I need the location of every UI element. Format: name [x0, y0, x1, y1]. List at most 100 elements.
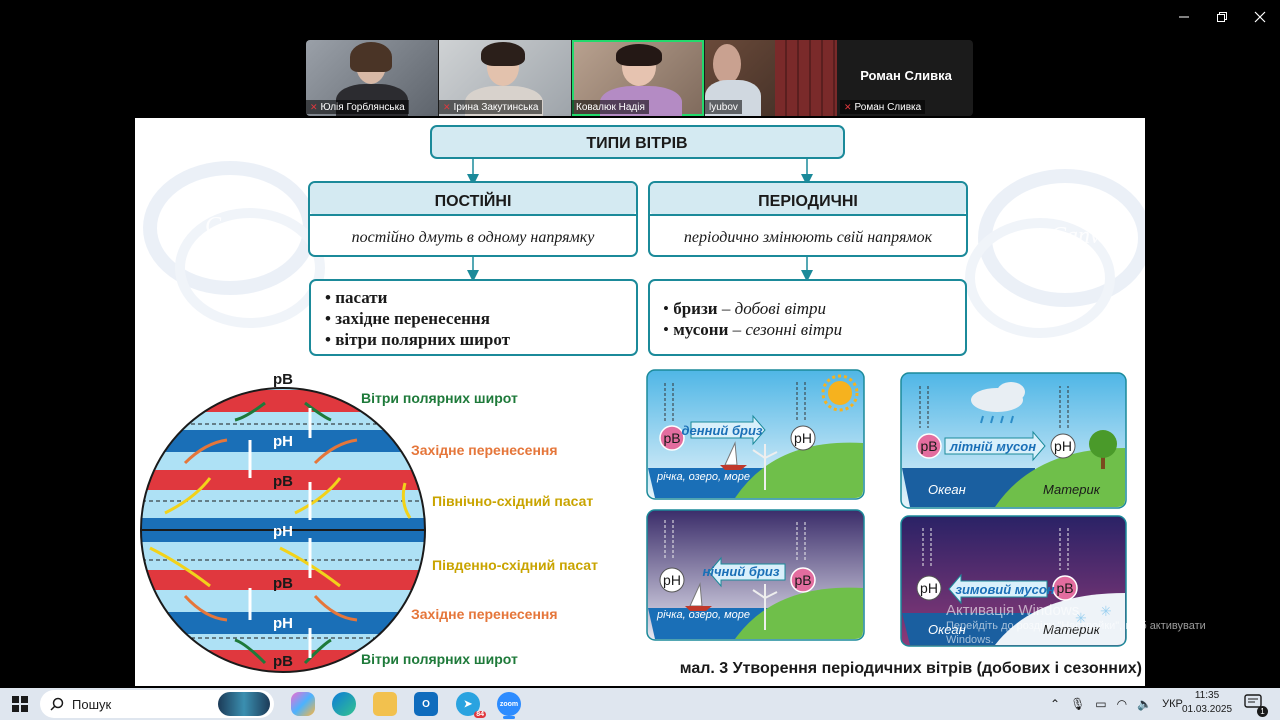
volume-icon[interactable]: 🔈: [1137, 697, 1153, 711]
svg-text:рВ: рВ: [273, 575, 293, 592]
windows-activation-watermark: Активація Windows Перейдіть до розділу "…: [946, 602, 1246, 647]
participant-tile-active[interactable]: Ковалюк Надія: [572, 40, 704, 116]
notification-count: 1: [1257, 706, 1268, 717]
clock-date: 01.03.2025: [1181, 704, 1233, 715]
participant-name: Роман Сливка: [854, 101, 922, 113]
winter-ocean-label: Океан: [928, 622, 966, 637]
globe-diagram: [140, 387, 426, 673]
svg-text:рВ: рВ: [273, 371, 293, 388]
day-water-label: річка, озеро, море: [656, 471, 750, 483]
svg-text:• західне перенесення: • західне перенесення: [325, 309, 490, 328]
participant-tile[interactable]: ✕Ірина Закутинська: [439, 40, 571, 116]
file-explorer-icon[interactable]: [373, 692, 397, 716]
svg-text:✳: ✳: [1100, 603, 1112, 619]
canva-watermark: [143, 161, 1145, 338]
panel-summer-monsoon: [900, 372, 1127, 509]
svg-text:рВ: рВ: [1056, 580, 1073, 596]
mic-muted-icon: ✕: [844, 101, 852, 112]
label-se-trade: Південно-східний пасат: [432, 557, 598, 573]
slide-title: ТИПИ ВІТРІВ: [586, 135, 687, 152]
taskbar-search[interactable]: Пошук: [40, 690, 274, 718]
mic-muted-icon: ✕: [310, 101, 318, 112]
participant-display-name: Роман Сливка: [860, 68, 952, 83]
periodic-item-italic: добові вітри: [735, 299, 826, 318]
svg-text:рВ: рВ: [273, 653, 293, 670]
notification-button[interactable]: 1: [1244, 694, 1268, 717]
watermark-right: Canva: [1050, 223, 1113, 249]
participant-name: Юлія Горблянська: [320, 101, 405, 113]
copilot-icon[interactable]: [291, 692, 315, 716]
activation-title: Активація Windows: [946, 602, 1080, 619]
svg-text:рВ: рВ: [794, 572, 811, 588]
participant-name: Ірина Закутинська: [453, 101, 539, 113]
windows-logo-icon: [12, 696, 28, 712]
periodic-item-bold: бризи: [673, 299, 718, 318]
zoom-active-indicator: [503, 716, 515, 719]
participant-strip: ✕Юлія Горблянська ✕Ірина Закутинська Ков…: [306, 40, 973, 116]
label-westerlies-north: Західне перенесення: [411, 442, 558, 458]
svg-text:рВ: рВ: [663, 430, 680, 446]
summer-land-label: Материк: [1043, 482, 1101, 497]
figure-caption: мал. 3 Утворення періодичних вітрів (доб…: [680, 660, 1142, 677]
svg-text:рН: рН: [273, 615, 293, 632]
slide-canvas: Canva Canva ТИПИ ВІТРІВ ПОСТІЙНІ постійн…: [140, 125, 1145, 677]
periodic-header: ПЕРІОДИЧНІ: [758, 193, 858, 210]
participant-tile[interactable]: Роман Сливка ✕Роман Сливка: [840, 40, 972, 116]
telegram-icon[interactable]: ➤84: [456, 692, 486, 718]
night-breeze-label: нічний бриз: [703, 564, 780, 579]
panel-winter-monsoon: ✳✳: [900, 515, 1127, 647]
periodic-item-italic: сезонні вітри: [745, 320, 842, 339]
title-box: [430, 125, 845, 159]
participant-tile[interactable]: ✕Юлія Горблянська: [306, 40, 438, 116]
edge-icon[interactable]: [332, 692, 356, 716]
activation-text: Перейдіть до розділу "Настройки", щоб ак…: [946, 620, 1206, 646]
restore-button[interactable]: [1203, 0, 1241, 34]
svg-text:✳: ✳: [1075, 610, 1087, 626]
svg-text:• бризи – добові вітри: • бризи – добові вітри: [663, 299, 826, 318]
search-icon: [50, 697, 64, 711]
svg-text:• мусони – сезонні вітри: • мусони – сезонні вітри: [663, 320, 842, 339]
panel-night-breeze: [646, 509, 865, 641]
winter-monsoon-label: зимовий мусон: [955, 582, 1054, 597]
restore-icon: [1217, 12, 1227, 22]
constant-item: вітри полярних широт: [335, 330, 510, 349]
start-button[interactable]: [10, 694, 30, 714]
label-polar-south: Вітри полярних широт: [361, 651, 518, 667]
search-highlight-image: [218, 692, 270, 716]
tray: ⌃ 🎙 ▭ ◠ 🔈 УКР: [1050, 688, 1183, 720]
minimize-icon: [1179, 16, 1189, 18]
battery-icon[interactable]: ▭: [1095, 697, 1107, 711]
watermark-left: Canva: [205, 213, 268, 239]
microphone-icon[interactable]: 🎙: [1070, 697, 1086, 711]
svg-text:рН: рН: [663, 572, 681, 588]
svg-text:рН: рН: [794, 430, 812, 446]
wifi-icon[interactable]: ◠: [1116, 697, 1128, 711]
day-breeze-label: денний бриз: [681, 423, 762, 438]
close-icon: [1254, 11, 1266, 23]
mic-muted-icon: ✕: [443, 101, 451, 112]
globe-wind-labels: Вітри полярних широт Західне перенесення…: [361, 390, 598, 667]
constant-item: західне перенесення: [335, 309, 490, 328]
chevron-up-icon[interactable]: ⌃: [1050, 697, 1061, 711]
participant-name: lyubov: [709, 101, 738, 113]
telegram-badge: 84: [474, 711, 486, 718]
outlook-icon[interactable]: O: [414, 692, 438, 716]
panel-day-breeze: [646, 369, 865, 500]
participant-tile[interactable]: lyubov: [705, 40, 837, 116]
svg-text:рН: рН: [273, 523, 293, 540]
svg-text:рН: рН: [920, 580, 938, 596]
constant-item: пасати: [335, 288, 387, 307]
pressure-labels: рВ рН рВ рН рВ рН рВ: [273, 371, 293, 670]
svg-text:рВ: рВ: [273, 473, 293, 490]
periodic-item-bold: мусони: [673, 320, 728, 339]
summer-monsoon-label: літній мусон: [949, 439, 1036, 454]
zoom-icon[interactable]: zoom: [497, 692, 521, 716]
minimize-button[interactable]: [1165, 0, 1203, 34]
shared-slide: Canva Canva ТИПИ ВІТРІВ ПОСТІЙНІ постійн…: [135, 118, 1145, 686]
clock[interactable]: 11:35 01.03.2025: [1178, 689, 1236, 717]
close-button[interactable]: [1241, 0, 1279, 34]
constant-header: ПОСТІЙНІ: [435, 191, 512, 210]
svg-text:рН: рН: [273, 433, 293, 450]
night-water-label: річка, озеро, море: [656, 609, 750, 621]
language-indicator[interactable]: УКР: [1162, 698, 1183, 710]
